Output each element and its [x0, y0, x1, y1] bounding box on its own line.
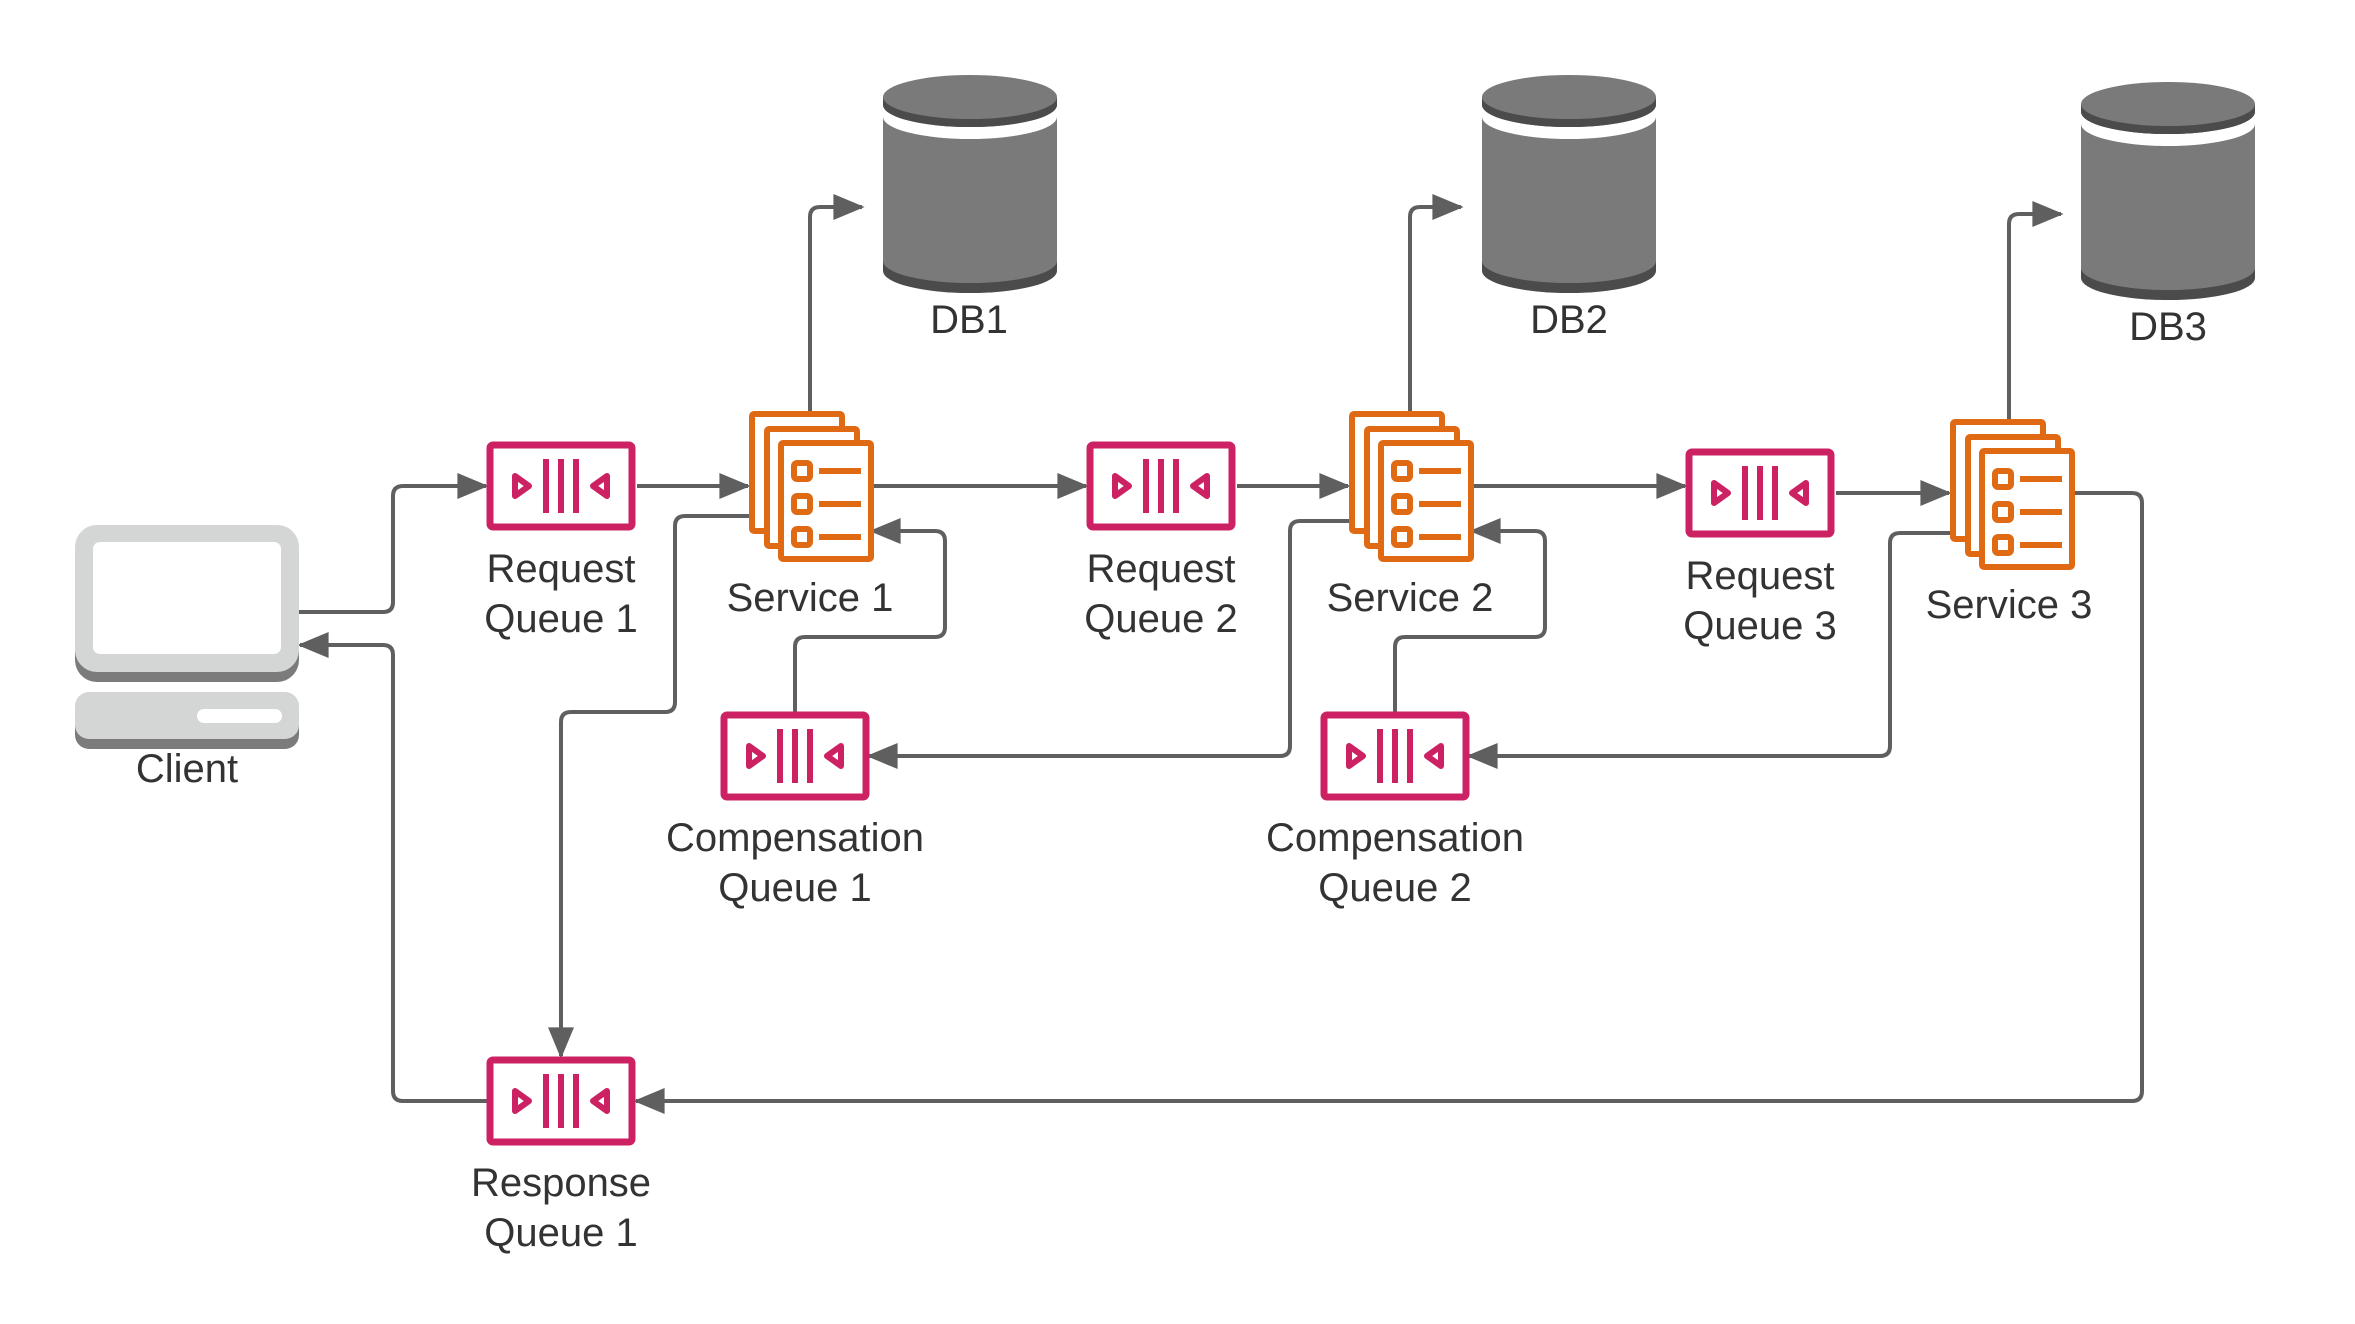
db3-node[interactable]: DB3 — [2081, 82, 2255, 349]
request-queue-3-label-line1: Request — [1686, 554, 1835, 598]
edge-response-queue-1-to-client — [297, 632, 487, 1103]
client-label: Client — [136, 747, 238, 791]
request-queue-1-label-line2: Queue 1 — [484, 597, 637, 641]
desktop-computer-icon — [75, 525, 299, 749]
request-queue-2-node[interactable]: Request Queue 2 — [1084, 445, 1238, 641]
request-queue-2-label-line2: Queue 2 — [1084, 597, 1237, 641]
request-queue-3-label-line2: Queue 3 — [1683, 604, 1836, 648]
compensation-queue-1-label-line2: Queue 1 — [718, 866, 871, 910]
edge-compensation-queue-1-to-service-1 — [793, 518, 947, 712]
request-queue-1-label-line1: Request — [487, 547, 636, 591]
service-3-label: Service 3 — [1926, 583, 2093, 627]
connectors — [297, 194, 2144, 1114]
queue-icon — [490, 1060, 632, 1142]
client-node[interactable]: Client — [75, 525, 299, 791]
request-queue-3-node[interactable]: Request Queue 3 — [1683, 452, 1837, 648]
edge-service-3-to-compensation-queue-2 — [1466, 531, 1950, 769]
edge-service-2-to-compensation-queue-1 — [866, 519, 1349, 769]
queue-icon — [724, 715, 866, 797]
edge-service-3-to-response-queue-1 — [633, 491, 2144, 1114]
compensation-queue-2-label-line2: Queue 2 — [1318, 866, 1471, 910]
response-queue-1-node[interactable]: Response Queue 1 — [471, 1060, 651, 1255]
request-queue-1-node[interactable]: Request Queue 1 — [484, 445, 638, 641]
edge-service-2-to-db2 — [1408, 194, 1464, 413]
response-queue-1-label-line2: Queue 1 — [484, 1211, 637, 1255]
db2-label: DB2 — [1530, 298, 1608, 342]
service-2-node[interactable]: Service 2 — [1327, 414, 1494, 620]
service-documents-icon — [1352, 414, 1471, 559]
edge-client-to-request-queue-1 — [299, 473, 489, 614]
database-icon — [1482, 75, 1656, 293]
edge-service-1-to-db1 — [808, 194, 865, 413]
compensation-queue-1-node[interactable]: Compensation Queue 1 — [666, 715, 924, 910]
edge-service-1-to-response-queue-1 — [548, 514, 749, 1059]
queue-icon — [1689, 452, 1831, 534]
edge-compensation-queue-2-to-service-2 — [1393, 518, 1547, 712]
compensation-queue-2-label-line1: Compensation — [1266, 816, 1524, 860]
service-documents-icon — [752, 414, 871, 559]
response-queue-1-label-line1: Response — [471, 1161, 651, 1205]
service-1-node[interactable]: Service 1 — [727, 414, 894, 620]
compensation-queue-2-node[interactable]: Compensation Queue 2 — [1266, 715, 1524, 910]
queue-icon — [1324, 715, 1466, 797]
db2-node[interactable]: DB2 — [1482, 75, 1656, 342]
db1-node[interactable]: DB1 — [883, 75, 1057, 342]
service-2-label: Service 2 — [1327, 576, 1494, 620]
db1-label: DB1 — [930, 298, 1008, 342]
service-documents-icon — [1953, 422, 2072, 567]
database-icon — [2081, 82, 2255, 300]
service-1-label: Service 1 — [727, 576, 894, 620]
service-3-node[interactable]: Service 3 — [1926, 422, 2093, 627]
queue-icon — [1090, 445, 1232, 527]
request-queue-2-label-line1: Request — [1087, 547, 1236, 591]
queue-icon — [490, 445, 632, 527]
compensation-queue-1-label-line1: Compensation — [666, 816, 924, 860]
database-icon — [883, 75, 1057, 293]
edge-service-3-to-db3 — [2007, 201, 2064, 421]
db3-label: DB3 — [2129, 305, 2207, 349]
